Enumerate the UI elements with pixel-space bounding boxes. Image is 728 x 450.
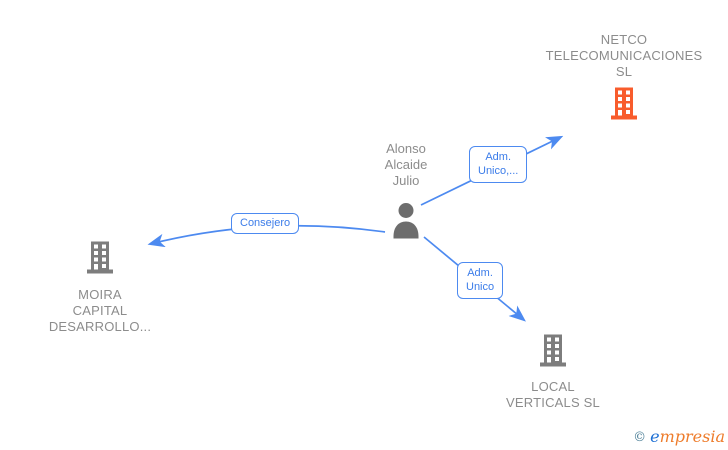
- node-label-line: NETCO: [600, 32, 648, 47]
- node-label-local-verticals: LOCAL VERTICALS SL: [506, 379, 600, 411]
- node-label-line: Julio: [392, 173, 420, 188]
- building-icon: [535, 334, 571, 373]
- node-moira-capital-desarrollo[interactable]: MOIRA CAPITAL DESARROLLO...: [19, 241, 181, 335]
- empresia-watermark: ©empresia: [633, 428, 725, 447]
- copyright-icon: ©: [633, 430, 647, 445]
- edge-label-line: Consejero: [240, 217, 291, 229]
- edge-label-line: Adm.: [467, 267, 493, 279]
- node-label-line: TELECOMUNICACIONES: [545, 48, 703, 63]
- person-icon: [387, 201, 425, 246]
- node-label-line: LOCAL: [531, 379, 575, 394]
- edge-label-line: Adm.: [485, 151, 512, 163]
- node-label-line: Alonso: [386, 141, 426, 156]
- edge-label-line: Unico: [466, 281, 495, 293]
- node-label-line: SL: [615, 64, 633, 79]
- node-local-verticals[interactable]: LOCAL VERTICALS SL: [473, 334, 633, 411]
- edge-label-line: Unico,...: [478, 165, 519, 177]
- node-label-netco: NETCO TELECOMUNICACIONES SL: [546, 32, 703, 80]
- node-label-line: DESARROLLO...: [48, 319, 152, 334]
- edge-label-adm-unico-local[interactable]: Adm. Unico: [457, 262, 504, 299]
- edge-label-consejero[interactable]: Consejero: [231, 213, 300, 234]
- node-label-line: CAPITAL: [72, 303, 128, 318]
- node-netco-telecomunicaciones[interactable]: NETCO TELECOMUNICACIONES SL: [536, 32, 712, 126]
- node-label-line: Alcaide: [384, 157, 428, 172]
- node-label-line: MOIRA: [78, 287, 122, 302]
- building-icon: [82, 241, 118, 280]
- building-icon: [606, 87, 642, 126]
- watermark-brand-first-letter: e: [650, 427, 660, 446]
- watermark-brand-rest: mpresia: [659, 427, 725, 446]
- edge-label-adm-unico-netco[interactable]: Adm. Unico,...: [469, 146, 528, 183]
- node-label-person: Alonso Alcaide Julio: [385, 141, 428, 189]
- node-label-moira: MOIRA CAPITAL DESARROLLO...: [49, 287, 151, 335]
- node-person-alonso-alcaide-julio[interactable]: Alonso Alcaide Julio: [346, 141, 466, 246]
- node-label-line: VERTICALS SL: [506, 395, 600, 410]
